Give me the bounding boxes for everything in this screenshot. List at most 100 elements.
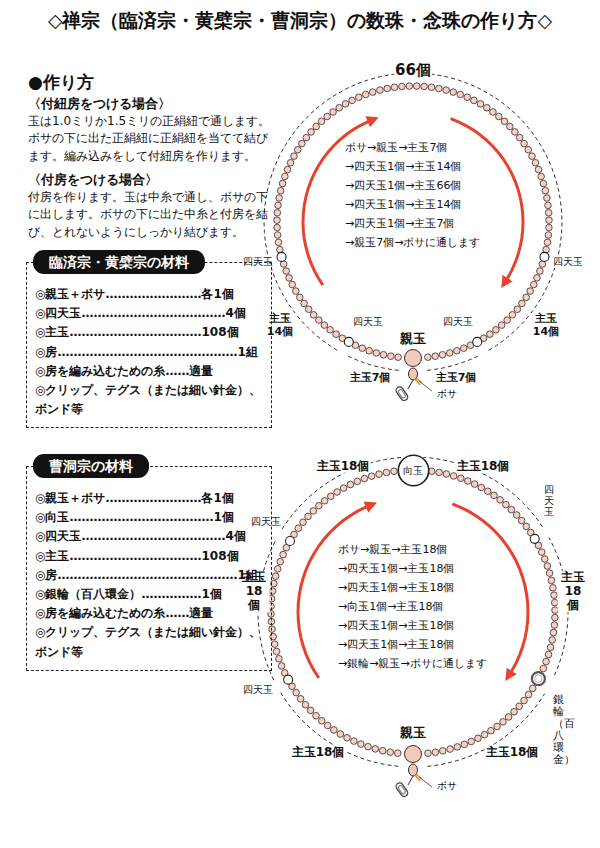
oyadama-bead (405, 746, 422, 763)
main-bead (497, 497, 504, 504)
main-bead (487, 331, 494, 338)
main-bead (494, 723, 501, 730)
main-bead (491, 492, 498, 499)
mukodama-bead: 向玉 (397, 454, 430, 487)
sequence-step: →四天玉1個→主玉18個 (338, 638, 454, 651)
main-bead (490, 109, 497, 116)
main-bead (399, 83, 406, 90)
sequence-step: →四天玉1個→主玉14個 (345, 160, 461, 173)
main-bead (457, 475, 464, 482)
bead-count: 主玉18個 (291, 745, 346, 759)
main-bead (545, 651, 552, 658)
main-bead (270, 633, 277, 640)
main-bead (447, 746, 454, 753)
main-bead (508, 506, 515, 513)
tassel-assembly (395, 350, 432, 402)
main-bead (450, 473, 457, 480)
sequence-step: ボサ→親玉→主玉18個 (338, 543, 447, 556)
main-bead (321, 498, 328, 505)
bead-label: 四天玉 (352, 316, 384, 328)
main-bead (336, 104, 343, 111)
main-bead (321, 322, 328, 329)
main-bead (276, 195, 283, 202)
main-bead (275, 202, 282, 209)
main-bead (280, 551, 287, 558)
shitendama-bead (344, 337, 353, 346)
subheading: 〈付紐房をつける場合〉 (28, 96, 171, 112)
main-bead (275, 239, 282, 246)
main-bead (519, 300, 526, 307)
clip-icon-inner (398, 785, 406, 795)
main-bead (457, 91, 464, 98)
main-bead (286, 275, 293, 282)
bead-label: 四天玉 (442, 316, 474, 328)
direction-arrow (452, 504, 528, 678)
main-bead (395, 354, 402, 361)
instruction-text: 付房を作ります。玉は中糸で通し、ボサの下に出します。ボサの下に出た中糸と付房を結… (28, 189, 278, 241)
sequence-step: →銀輪→親玉→ボサに通します (338, 657, 487, 670)
main-bead (471, 481, 478, 488)
main-bead (529, 685, 536, 692)
sequence-step: →四天玉1個→主玉18個 (338, 562, 454, 575)
main-bead (461, 741, 468, 748)
shitendama-bead (284, 675, 293, 684)
main-bead (523, 523, 530, 530)
main-bead (498, 322, 505, 329)
main-bead (276, 655, 283, 662)
bead-label: 親玉 (399, 331, 427, 347)
section-heading: ●作り方 (28, 72, 94, 92)
main-bead (507, 123, 514, 130)
material-item: ◎房………………………………………1組 (35, 566, 265, 585)
main-bead (324, 722, 331, 729)
leader-line (419, 777, 432, 787)
main-bead (544, 563, 551, 570)
main-bead (308, 129, 315, 136)
material-item: ◎銀輪（百八環金）……………1個 (35, 585, 265, 604)
main-bead (425, 354, 432, 361)
main-bead (333, 331, 340, 338)
main-bead (477, 101, 484, 108)
main-bead (540, 180, 547, 187)
main-bead (318, 717, 325, 724)
main-bead (547, 644, 554, 651)
main-bead (453, 347, 460, 354)
material-item: ◎房を編み込むための糸……適量 (35, 362, 265, 381)
main-bead (525, 146, 532, 153)
main-bead (318, 118, 325, 125)
ring-label: 銀輪（百八環金） (552, 694, 565, 767)
main-bead (421, 83, 428, 90)
main-bead (278, 663, 285, 670)
materials-box: ◎親玉＋ボサ……………………各1個◎四天玉………………………………4個◎主玉……… (26, 262, 272, 428)
main-bead (439, 748, 446, 755)
main-bead (302, 701, 309, 708)
main-bead (337, 731, 344, 738)
main-bead (511, 708, 518, 715)
main-bead (327, 327, 334, 334)
main-bead (354, 478, 361, 485)
bead-count: 主玉18個 (485, 745, 540, 759)
shitendama-bead (540, 252, 549, 261)
tassel-assembly (395, 746, 432, 798)
main-bead (330, 109, 337, 116)
main-bead (548, 577, 555, 584)
group-bracket (423, 457, 542, 527)
main-bead (546, 224, 553, 231)
oyadama-bead (405, 350, 422, 367)
main-bead (544, 195, 551, 202)
main-bead (295, 525, 302, 532)
main-bead (274, 232, 281, 239)
main-bead (501, 118, 508, 125)
tassel-thread (415, 378, 422, 385)
clip-icon (395, 782, 409, 798)
main-bead (316, 502, 323, 509)
main-bead (394, 750, 401, 757)
part-label: ボサ (436, 780, 458, 792)
main-bead (310, 312, 317, 319)
main-bead (509, 312, 516, 319)
main-bead (293, 288, 300, 295)
main-bead (310, 508, 317, 515)
main-bead (551, 592, 558, 599)
clip-icon-inner (398, 389, 406, 399)
sequence-step: →向玉1個→主玉18個 (338, 600, 443, 613)
main-bead (301, 300, 308, 307)
